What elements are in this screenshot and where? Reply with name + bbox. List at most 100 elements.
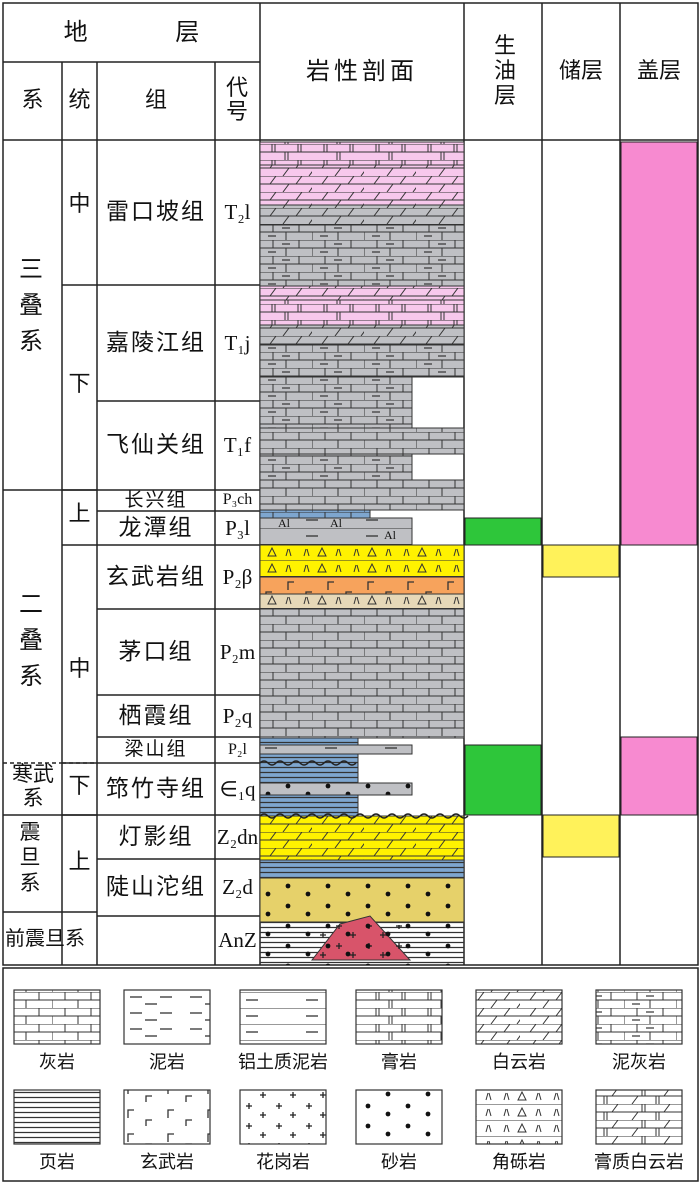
lithology-header: 岩性剖面	[306, 56, 418, 85]
lithology-layer-pattern	[259, 299, 465, 326]
source-rock-longtan	[464, 517, 542, 546]
system-triassic: 三叠系	[19, 255, 43, 355]
formation-name: 筇竹寺组	[106, 775, 206, 802]
lithology-layer-pattern	[259, 744, 413, 755]
sandstone-pattern	[355, 1089, 443, 1145]
formation-code: P₂β	[222, 564, 253, 589]
lithology-layer-pattern	[259, 608, 465, 739]
legend-label: 玄武岩	[140, 1152, 194, 1173]
legend-label: 角砾岩	[492, 1152, 546, 1173]
bauxitic-mudstone-pattern	[239, 989, 327, 1045]
legend-label: 泥岩	[149, 1052, 185, 1073]
strata-header: 地 层	[63, 17, 240, 46]
source-rock-header: 生油层	[494, 33, 517, 110]
lithology-layer-pattern	[259, 544, 465, 578]
formation-header: 组	[144, 88, 167, 114]
lithology-layer-pattern	[259, 859, 465, 879]
formation-name: 飞仙关组	[106, 432, 206, 459]
formation-code: AnZ	[218, 928, 257, 953]
lithology-layer-pattern	[259, 877, 465, 923]
series-lower-cambrian: 下	[68, 774, 91, 800]
legend-label: 砂岩	[381, 1152, 417, 1173]
system-sinian: 震旦系	[19, 820, 41, 895]
formation-code: P₃l	[225, 515, 250, 540]
formation-name: 长兴组	[124, 488, 188, 511]
legend-label: 灰岩	[39, 1052, 75, 1073]
legend-label: 白云岩	[492, 1052, 546, 1073]
basalt-pattern	[123, 1089, 211, 1145]
formation-name: 灯影组	[118, 823, 194, 850]
source-rock-qiongzhusi	[464, 744, 542, 816]
shale-pattern	[13, 1089, 101, 1145]
reservoir-header: 储层	[558, 58, 603, 84]
unconformity-line	[259, 813, 469, 819]
formation-code: P₂m	[219, 639, 256, 664]
lithology-layer-pattern	[259, 593, 465, 610]
formation-code: ∈₁q	[219, 776, 256, 801]
code-header: 代号	[226, 75, 249, 125]
bauxite-label: Al	[384, 528, 397, 542]
gypsum-dolomite-pattern	[595, 1089, 683, 1145]
lithology-layer-pattern	[259, 737, 359, 746]
gypsum-pattern	[355, 989, 443, 1045]
granite-pattern	[239, 1089, 327, 1145]
formation-name: 玄武岩组	[106, 563, 206, 590]
series-upper-sinian: 上	[68, 850, 91, 876]
lithology-layer-pattern	[259, 509, 371, 519]
formation-code: Z₂d	[222, 875, 253, 900]
formation-code: Z₂dn	[216, 824, 259, 849]
series-header: 统	[68, 88, 91, 114]
mudstone-pattern	[123, 989, 211, 1045]
dolomite-pattern	[475, 989, 563, 1045]
lithology-layer-pattern	[259, 427, 465, 455]
legend-label: 膏质白云岩	[594, 1152, 684, 1173]
formation-name: 陡山沱组	[106, 874, 206, 901]
reservoir-basalt	[542, 544, 620, 578]
series-lower-triassic: 下	[68, 372, 91, 398]
series-middle-triassic: 中	[68, 192, 91, 218]
formation-name: 梁山组	[124, 738, 188, 761]
system-presinian: 前震旦系	[5, 925, 85, 950]
formation-name: 嘉陵江组	[106, 329, 206, 356]
cap-rock-triassic	[620, 141, 698, 546]
cap-rock-header: 盖层	[636, 58, 681, 84]
legend-label: 花岗岩	[256, 1152, 310, 1173]
basement-grains	[260, 922, 464, 965]
lithology-layer-pattern	[259, 479, 465, 511]
lithology-layer-pattern	[259, 324, 465, 346]
limestone-pattern	[13, 989, 101, 1045]
system-header: 系	[21, 88, 44, 114]
reservoir-dengying	[542, 814, 620, 858]
unconformity-line	[259, 760, 357, 766]
marl-pattern	[595, 989, 683, 1045]
formation-code: P₃ch	[222, 491, 253, 509]
lithology-layer-pattern	[259, 376, 413, 429]
lithology-layer-pattern	[259, 453, 413, 481]
system-cambrian: 寒武系	[12, 761, 54, 810]
lithology-layer-pattern	[259, 517, 413, 546]
lithology-layer-pattern	[259, 224, 465, 287]
breccia-pattern	[475, 1089, 563, 1145]
system-permian: 二叠系	[19, 590, 43, 690]
formation-name	[97, 916, 215, 965]
lithology-layer-pattern	[259, 815, 465, 861]
formation-code: T₂l	[224, 200, 251, 225]
indicator-bars	[464, 141, 698, 858]
legend-label: 铝土质泥岩	[238, 1052, 328, 1073]
legend-label: 膏岩	[381, 1052, 417, 1073]
formation-name: 雷口坡组	[106, 199, 206, 226]
lithology-layer-pattern	[259, 164, 465, 206]
formation-name: 栖霞组	[118, 702, 194, 729]
series-upper-permian: 上	[68, 502, 91, 528]
cap-rock-liangshan	[620, 736, 698, 816]
formation-name: 龙潭组	[118, 514, 194, 541]
legend-label: 页岩	[39, 1152, 75, 1173]
formation-code: P₂q	[222, 703, 253, 728]
bauxite-label: Al	[278, 516, 291, 530]
formation-code: T₁f	[223, 433, 252, 458]
legend-label: 泥灰岩	[612, 1052, 666, 1073]
legend-panel	[2, 967, 699, 1182]
